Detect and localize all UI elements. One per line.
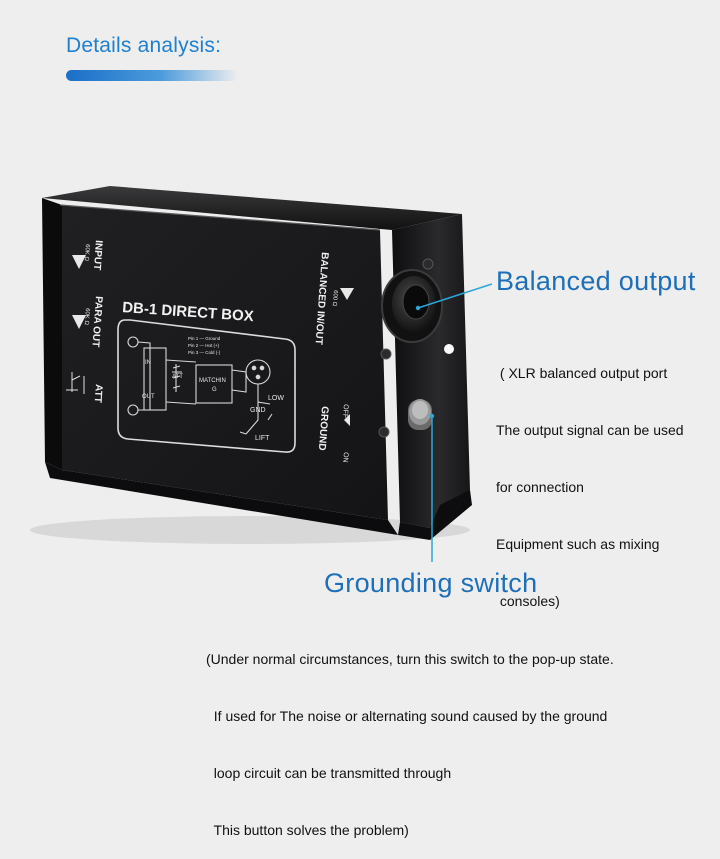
label-input: INPUT [91,240,104,271]
balanced-output-title: Balanced output [496,266,696,296]
front-panel [60,205,388,520]
label-ground: GROUND [316,406,330,451]
page-title: Details analysis: [66,34,222,57]
label-para-out: PARA OUT [89,296,104,348]
led-indicator [444,344,454,354]
schematic-out-label: OUT [142,394,155,400]
desc-line: loop circuit can be transmitted through [206,765,452,781]
left-lip [42,198,62,470]
grounding-switch-description: (Under normal circumstances, turn this s… [206,612,614,859]
schematic-in-label: IN [145,360,151,366]
balanced-arrow-icon [340,288,354,300]
label-off: OFF [341,404,349,418]
para-arrow-icon [72,315,86,329]
schematic-gnd-label: GND [250,407,266,414]
schematic-frame [117,319,296,453]
top-flange [42,186,462,230]
pin1-label: Pin 1 — Ground [188,336,221,341]
ground-off-arrow-icon [344,414,350,426]
pin2-label: Pin 2 — Hot (+) [188,343,220,348]
label-input-impedance: 60K Ω [83,244,90,262]
balanced-callout-line [417,283,493,309]
schematic-matching-label: MATCHIN [199,378,226,384]
schematic-lift-label: LIFT [255,435,270,442]
bottom-lip [45,462,398,535]
desc-line: This button solves the problem) [206,822,409,838]
desc-line: ( XLR balanced output port [496,365,668,381]
side-lip [398,490,472,540]
schematic-low-label: LOW [268,395,284,402]
grounding-switch-title: Grounding switch [324,568,538,598]
label-para-impedance: 60K Ω [83,308,90,326]
schematic-matching-label-2: G [212,387,217,393]
schematic-att-label: ATT [172,374,183,380]
title-underline-bar [66,70,238,81]
desc-line: for connection [496,479,584,495]
direct-box-device: DB-1 DIRECT BOX INPUT 60K Ω PARA OUT 60K… [30,186,493,562]
att-switch-symbol-icon [66,372,85,394]
desc-line: The output signal can be used [496,422,684,438]
balanced-output-description: ( XLR balanced output port The output si… [496,326,684,630]
schematic-lines [127,336,273,435]
ground-switch-button-icon [378,399,432,438]
pin3-label: Pin 3 — Cold (-) [188,350,221,355]
label-on: ON [341,452,349,463]
label-att: ATT [92,384,104,403]
desc-line: If used for The noise or alternating sou… [206,708,608,724]
desc-line: Equipment such as mixing [496,536,660,552]
desc-line: (Under normal circumstances, turn this s… [206,651,614,667]
label-balanced-impedance: 600 Ω [331,290,338,307]
input-arrow-icon [72,255,86,269]
xlr-connector-icon [380,258,443,360]
desc-line: consoles) [496,593,560,609]
